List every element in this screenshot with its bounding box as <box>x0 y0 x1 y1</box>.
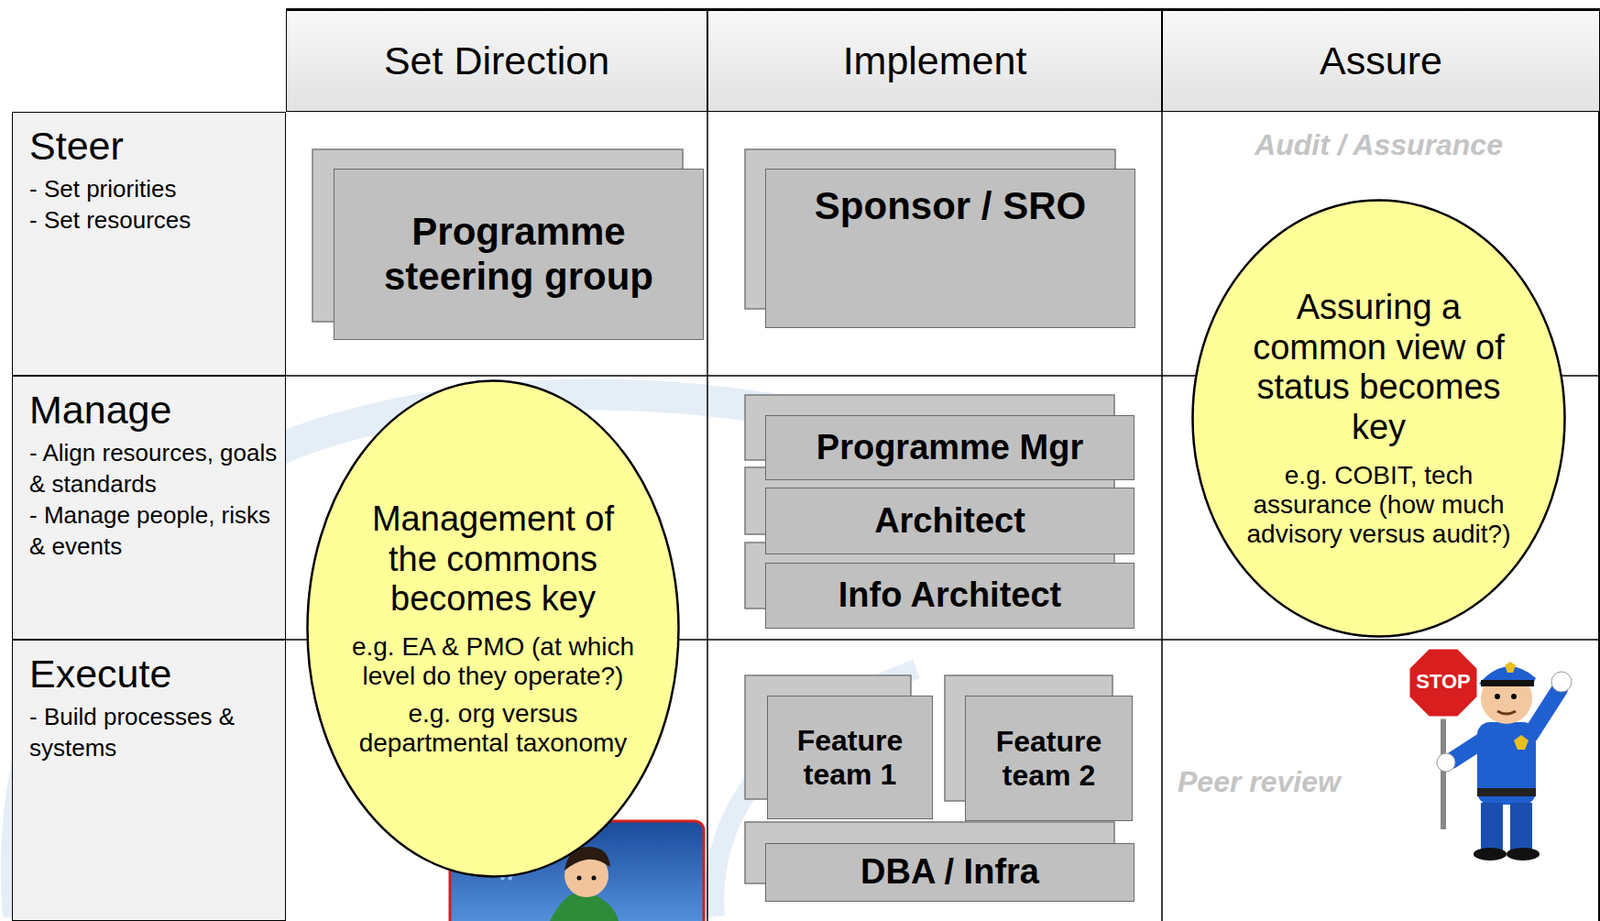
role-box: Architect <box>765 487 1135 555</box>
box-label: Feature team 1 <box>775 723 925 792</box>
column-header: Assure <box>1161 8 1600 112</box>
text-block: Implement <box>715 38 1154 84</box>
callout-text: Management of the commons becomes key e.g… <box>337 499 649 758</box>
role-box: Programme Mgr <box>765 415 1135 481</box>
text-block: Programme Mgr <box>773 427 1127 469</box>
text-block: Sponsor / SRO <box>773 184 1128 229</box>
role-box: Sponsor / SRO <box>765 168 1136 329</box>
text-block: Assure <box>1170 38 1592 84</box>
text-block: Architect <box>773 501 1127 542</box>
callout-ellipse: Management of the commons becomes key e.g… <box>306 379 680 878</box>
row-bullet: - Set priorities <box>29 174 278 206</box>
role-box: DBA / Infra <box>765 843 1135 902</box>
text-block: Programme steering group <box>341 209 696 299</box>
text-block: Feature team 1 <box>775 723 925 792</box>
row-title: Steer <box>29 123 278 169</box>
row-bullet: - Build processes & systems <box>29 701 278 765</box>
team-box: Feature team 2 <box>964 695 1133 822</box>
box-label: Sponsor / SRO <box>773 184 1128 229</box>
callout-ellipse: Assuring a common view of status becomes… <box>1191 198 1567 638</box>
column-title: Assure <box>1170 38 1592 84</box>
text-block: Manage - Align resources, goals & standar… <box>29 387 278 563</box>
role-box: Programme steering group <box>333 168 704 340</box>
callout-heading: Management of the commons becomes key <box>360 499 626 620</box>
text-block: Steer - Set priorities- Set resources <box>29 123 278 237</box>
team-box: Feature team 1 <box>767 695 933 820</box>
box-label: Info Architect <box>773 575 1127 616</box>
text-block: Feature team 2 <box>973 724 1125 793</box>
box-label: Feature team 2 <box>973 724 1125 793</box>
text-block: Info Architect <box>773 575 1127 616</box>
row-header: Execute- Build processes & systems <box>11 639 286 921</box>
text-block: DBA / Infra <box>773 852 1127 893</box>
callout-heading: Assuring a common view of status becomes… <box>1241 287 1517 449</box>
text-block: Set Direction <box>294 38 700 84</box>
police-officer <box>1408 647 1572 861</box>
callout-example: e.g. org versus departmental taxonomy <box>337 699 649 758</box>
ellipse-shape <box>307 381 680 877</box>
box-label: Programme steering group <box>341 209 696 299</box>
row-title: Execute <box>29 651 278 697</box>
faded-label: Audit / Assurance <box>1191 128 1567 163</box>
callout-text: Assuring a common view of status becomes… <box>1231 287 1527 549</box>
column-title: Implement <box>715 38 1154 84</box>
row-title: Manage <box>29 387 278 433</box>
box-label: Programme Mgr <box>773 427 1127 469</box>
role-box: Info Architect <box>765 562 1135 629</box>
row-bullet: - Set resources <box>29 205 278 237</box>
callout-example: e.g. EA & PMO (at which level do they op… <box>337 632 649 691</box>
column-header: Set Direction <box>285 8 708 112</box>
row-header: Manage - Align resources, goals & standar… <box>11 375 286 640</box>
box-label: DBA / Infra <box>773 852 1127 893</box>
box-label: Architect <box>773 501 1127 542</box>
ellipse-outline <box>306 379 680 878</box>
stop-sign-text: STOP <box>1411 669 1476 694</box>
row-bullet: - Align resources, goals & standards <box>29 438 278 501</box>
column-header: Implement <box>707 8 1162 112</box>
ellipse-shape <box>1193 200 1566 637</box>
column-title: Set Direction <box>294 38 700 84</box>
row-header: Steer - Set priorities- Set resources <box>11 111 286 376</box>
grid-lines <box>285 8 1600 921</box>
faded-label: Peer review <box>1177 765 1341 800</box>
callout-example: e.g. COBIT, tech assurance (how much adv… <box>1231 460 1527 550</box>
text-block: Execute- Build processes & systems <box>29 651 278 765</box>
row-bullet: - Manage people, risks & events <box>29 500 278 563</box>
